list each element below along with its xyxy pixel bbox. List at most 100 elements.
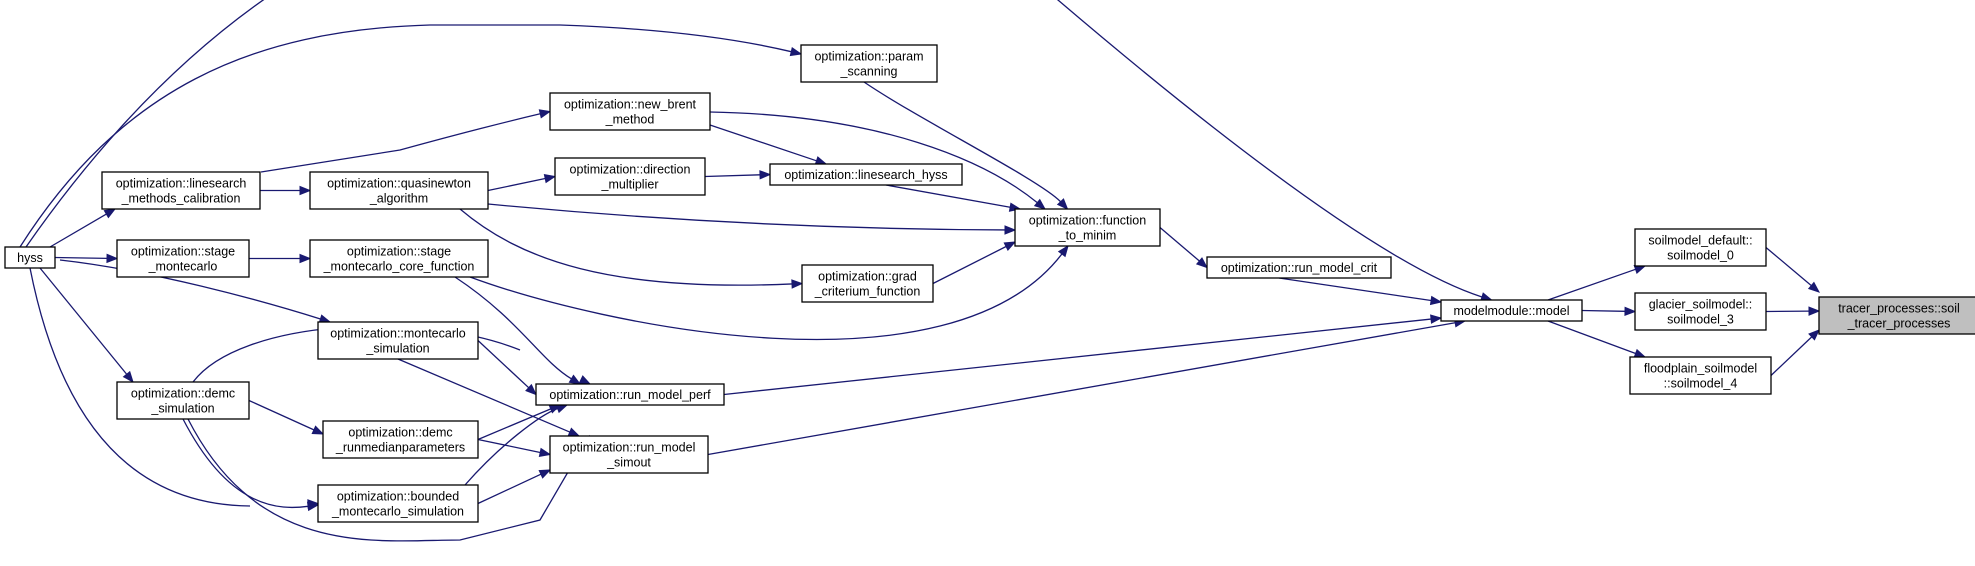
edge-arrowhead: [311, 425, 325, 435]
node-box: [309, 239, 489, 278]
edge-line: [25, 0, 1483, 298]
node-lshyss[interactable]: optimization::linesearch_hyss: [769, 163, 963, 186]
node-box: [554, 157, 706, 196]
call-edge-demc-to-demcmed: [248, 399, 325, 435]
node-box: [309, 171, 489, 210]
edge-line: [459, 208, 793, 286]
edge-line: [477, 340, 530, 389]
edge-line: [29, 267, 251, 507]
call-edge-qnewton-to-grad: [459, 208, 804, 289]
edge-arrowhead: [567, 427, 581, 437]
node-label-line: soilmodel_3: [1667, 313, 1734, 327]
edge-line: [477, 473, 542, 505]
edge-arrowhead: [1633, 265, 1647, 274]
edge-line: [464, 407, 558, 486]
node-label-line: optimization::demc: [131, 387, 235, 401]
node-box: [1634, 228, 1767, 267]
node-box: [1818, 296, 1975, 335]
call-edge-fmin-to-crit: [1159, 227, 1209, 269]
call-edge-sm4-to-tracer: [1770, 329, 1820, 376]
node-sm3[interactable]: glacier_soilmodel::soilmodel_3: [1634, 292, 1767, 331]
call-edge-perf-to-model: [723, 314, 1443, 396]
call-edge-grad-to-fmin: [932, 241, 1017, 285]
call-edge-lscal-to-qnewton: [260, 185, 312, 196]
node-label-line: soilmodel_0: [1667, 249, 1734, 263]
edge-line: [1770, 336, 1813, 376]
edge-line: [709, 111, 1038, 204]
edge-arrowhead: [543, 174, 557, 184]
edge-arrowhead: [568, 374, 582, 385]
edge-line: [487, 177, 546, 192]
edge-arrowhead: [1004, 225, 1017, 235]
node-label-line: optimization::grad: [818, 270, 917, 284]
call-edge-mcsim-to-perf: [477, 340, 537, 396]
node-stagecore[interactable]: optimization::stage_montecarlo_core_func…: [309, 239, 489, 278]
edge-line: [932, 245, 1007, 285]
call-edge-stagecore-to-perf: [454, 276, 582, 385]
node-brent[interactable]: optimization::new_brent_method: [549, 92, 711, 131]
node-box: [549, 92, 711, 131]
node-label-line: _criterium_function: [814, 285, 921, 299]
node-box: [101, 171, 261, 210]
node-simout[interactable]: optimization::run_model_simout: [549, 435, 709, 474]
call-edge-model-to-sm0: [1547, 265, 1647, 301]
node-perf[interactable]: optimization::run_model_perf: [535, 383, 725, 406]
edge-line: [477, 408, 552, 441]
node-label-line: _montecarlo_core_function: [323, 260, 475, 274]
edge-arrowhead: [789, 46, 803, 57]
node-label-line: _montecarlo: [148, 260, 218, 274]
node-dirmul[interactable]: optimization::direction_multiplier: [554, 157, 706, 196]
node-box: [4, 246, 56, 269]
edge-arrowhead: [1808, 306, 1821, 316]
edge-line: [1547, 320, 1636, 355]
node-crit[interactable]: optimization::run_model_crit: [1206, 256, 1392, 279]
edge-line: [477, 438, 541, 454]
edge-line: [707, 322, 1456, 456]
call-edge-demcmed-to-simout: [477, 438, 552, 457]
node-label-line: _tracer_processes: [1847, 317, 1951, 331]
call-edge-hyss-to-demc: [39, 267, 134, 384]
edge-arrowhead: [106, 253, 119, 264]
node-model[interactable]: modelmodule::model: [1440, 299, 1583, 322]
edge-line: [454, 276, 572, 380]
node-label-line: optimization::montecarlo: [330, 327, 466, 341]
call-edge-dirmul-to-lshyss: [704, 170, 772, 180]
edge-line: [1547, 268, 1636, 301]
edge-line: [49, 213, 107, 248]
edge-line: [397, 358, 571, 433]
call-edge-qnewton-to-dirmul: [487, 174, 557, 192]
node-label-line: ::soilmodel_4: [1664, 377, 1738, 391]
node-lscal[interactable]: optimization::linesearch_methods_calibra…: [101, 171, 261, 210]
edge-arrowhead: [1195, 257, 1209, 269]
node-label-line: optimization::stage: [347, 245, 451, 259]
edge-arrowhead: [525, 383, 537, 396]
node-label-line: optimization::run_model_crit: [1221, 261, 1378, 275]
node-label-line: optimization::quasinewton: [327, 177, 471, 191]
call-edge-bounded-to-simout: [477, 469, 552, 505]
node-tracer[interactable]: tracer_processes::soil_tracer_processes: [1818, 296, 1975, 335]
edge-line: [709, 124, 817, 162]
node-mcsim[interactable]: optimization::montecarlo_simulation: [317, 321, 479, 360]
call-edge-stagemc-to-stagecore: [249, 253, 312, 264]
edge-arrowhead: [1057, 244, 1069, 258]
node-demc[interactable]: optimization::demc_simulation: [116, 381, 250, 420]
node-hyss[interactable]: hyss: [4, 246, 56, 269]
node-sm4[interactable]: floodplain_soilmodel::soilmodel_4: [1629, 356, 1772, 395]
node-bounded[interactable]: optimization::bounded_montecarlo_simulat…: [317, 484, 479, 523]
node-demcmed[interactable]: optimization::demc_runmedianparameters: [322, 420, 479, 459]
node-qnewton[interactable]: optimization::quasinewton_algorithm: [309, 171, 489, 210]
node-stagemc[interactable]: optimization::stage_montecarlo: [116, 239, 250, 278]
call-edge-sm3-to-tracer: [1765, 306, 1821, 316]
node-label-line: optimization::linesearch: [116, 177, 247, 191]
node-label-line: _method: [605, 113, 655, 127]
node-fmin[interactable]: optimization::function_to_minim: [1014, 208, 1161, 247]
node-box: [1440, 299, 1583, 322]
edge-arrowhead: [1624, 306, 1637, 317]
node-grad[interactable]: optimization::grad_criterium_function: [801, 264, 934, 303]
node-sm0[interactable]: soilmodel_default::soilmodel_0: [1634, 228, 1767, 267]
node-param[interactable]: optimization::param_scanning: [800, 44, 938, 83]
edge-line: [59, 259, 321, 320]
edge-arrowhead: [1056, 198, 1069, 210]
node-box: [317, 321, 479, 360]
edge-line: [182, 418, 309, 509]
